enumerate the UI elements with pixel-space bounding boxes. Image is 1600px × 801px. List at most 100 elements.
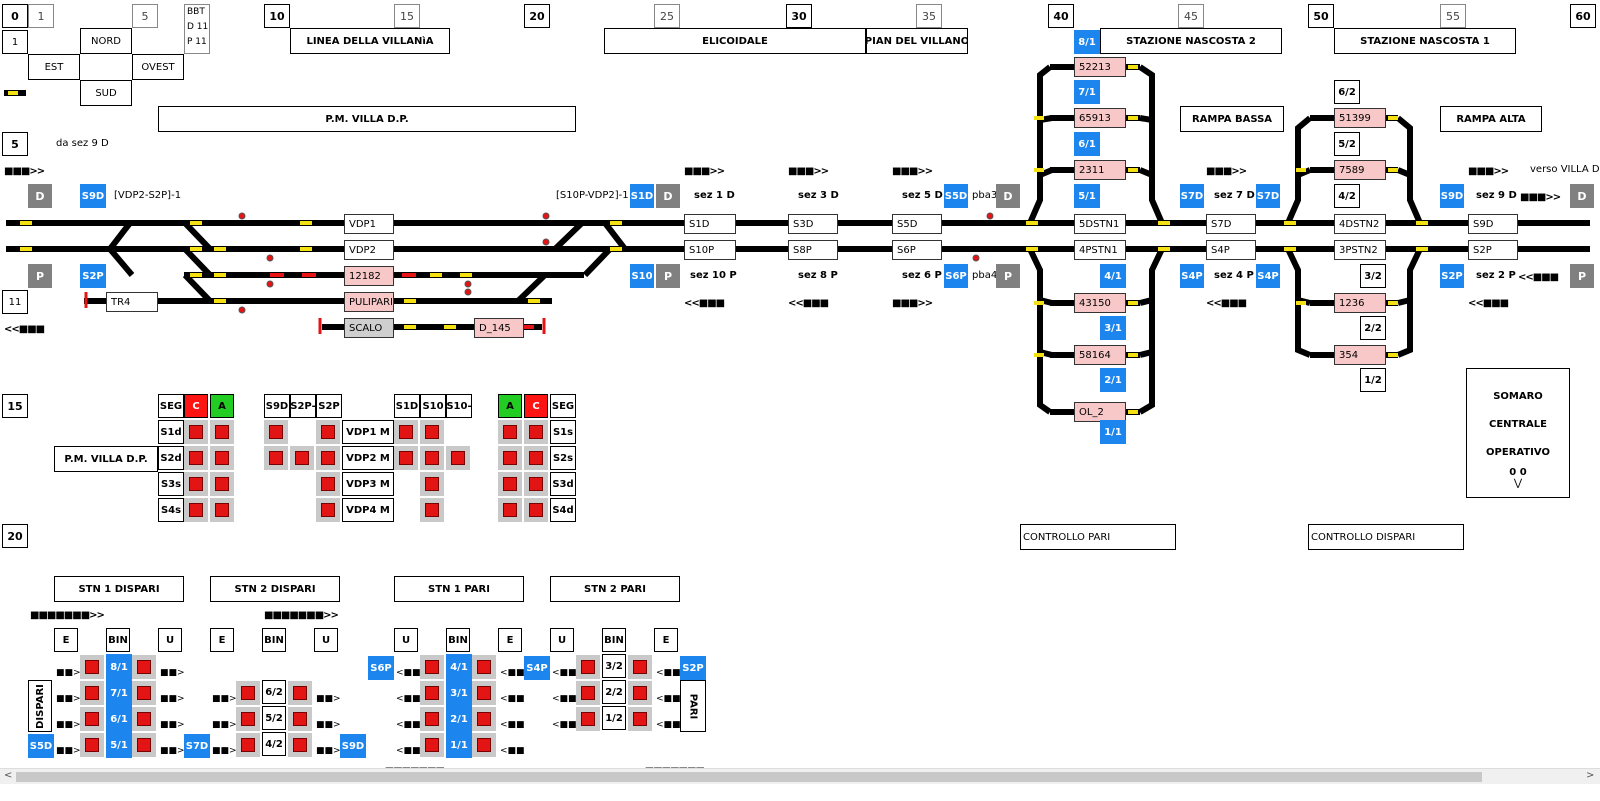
pm-btn-l3a[interactable] [210,472,234,496]
d2-btn-e1[interactable] [236,681,260,705]
controllo-pari[interactable]: CONTROLLO PARI [1020,524,1176,550]
d1-btn-u1[interactable] [132,655,156,679]
p1-btn-u3[interactable] [420,707,444,731]
signal-s2p-1[interactable]: S2P [80,264,106,288]
train-2311[interactable]: 2311 [1074,160,1126,180]
pm-btn-m2a[interactable] [264,446,288,470]
block-vdp2[interactable]: VDP2 [344,240,394,260]
p2-btn-u1[interactable] [576,655,600,679]
signal-s7d-1[interactable]: S7D [1180,184,1204,208]
p1-btn-u4[interactable] [420,733,444,757]
signal-p-1[interactable]: P [28,264,52,288]
p2-bin-1-2[interactable]: 1/2 [602,706,626,730]
pm-btn-rr4c[interactable] [524,498,548,522]
block-s1d[interactable]: S1D [684,214,736,234]
block-tr4[interactable]: TR4 [106,292,158,312]
signal-s7d-2[interactable]: S7D [1256,184,1280,208]
d1-btn-e2[interactable] [80,681,104,705]
pm-btn-r3b[interactable] [420,472,444,496]
pm-btn-rr4a[interactable] [498,498,522,522]
track-6-1[interactable]: 6/1 [1074,132,1100,156]
d1-bin-5-1[interactable]: 5/1 [106,732,132,758]
pm-btn-r2c[interactable] [446,446,470,470]
d1-btn-u3[interactable] [132,707,156,731]
train-43150[interactable]: 43150 [1074,293,1126,313]
d2-btn-e2[interactable] [236,707,260,731]
pm-btn-l4a[interactable] [210,498,234,522]
pm-btn-l2a[interactable] [210,446,234,470]
d1-btn-e3[interactable] [80,707,104,731]
track-2-2[interactable]: 2/2 [1360,316,1386,340]
p1-btn-e1[interactable] [472,655,496,679]
chevron-down-icon[interactable]: ⋁ [1513,478,1523,489]
p1-bin-4-1[interactable]: 4/1 [446,654,472,680]
d2-signal-s9d[interactable]: S9D [340,734,366,758]
pm-btn-rr3c[interactable] [524,472,548,496]
pm-btn-m4c[interactable] [316,498,340,522]
track-5-2[interactable]: 5/2 [1334,132,1360,156]
pm-btn-m1a[interactable] [264,420,288,444]
compass-sud[interactable]: SUD [80,80,132,106]
train-1236[interactable]: 1236 [1334,293,1386,313]
controllo-dispari[interactable]: CONTROLLO DISPARI [1308,524,1464,550]
d2-btn-u3[interactable] [288,733,312,757]
track-3-1[interactable]: 3/1 [1100,316,1126,340]
block-s9d[interactable]: S9D [1468,214,1518,234]
p2-btn-e3[interactable] [628,707,652,731]
pm-btn-r2b[interactable] [420,446,444,470]
pm-btn-r2a[interactable] [394,446,418,470]
block-4dstn2[interactable]: 4DSTN2 [1334,214,1386,234]
track-8-1[interactable]: 8/1 [1074,30,1100,54]
p2-bin-3-2[interactable]: 3/2 [602,654,626,678]
train-52213[interactable]: 52213 [1074,57,1126,77]
d2-signal-s7d[interactable]: S7D [184,734,210,758]
track-1-1[interactable]: 1/1 [1100,420,1126,444]
d2-btn-u2[interactable] [288,707,312,731]
pm-btn-m2c[interactable] [316,446,340,470]
scroll-right-icon[interactable]: > [1586,770,1595,781]
train-51399[interactable]: 51399 [1334,108,1386,128]
pm-btn-m1c[interactable] [316,420,340,444]
d2-bin-4-2[interactable]: 4/2 [262,732,286,756]
block-12182[interactable]: 12182 [344,266,394,286]
pm-btn-r1a[interactable] [394,420,418,444]
signal-d-4[interactable]: D [1570,184,1594,208]
p1-bin-3-1[interactable]: 3/1 [446,680,472,706]
signal-s10[interactable]: S10 [630,264,654,288]
block-s3d[interactable]: S3D [788,214,838,234]
compass-nord[interactable]: NORD [80,28,132,54]
track-4-1[interactable]: 4/1 [1100,264,1126,288]
signal-p-4[interactable]: P [1570,264,1594,288]
pm-btn-m3c[interactable] [316,472,340,496]
signal-s2p-2[interactable]: S2P [1440,264,1464,288]
scroll-left-icon[interactable]: < [4,770,13,781]
p2-btn-u2[interactable] [576,681,600,705]
d2-bin-6-2[interactable]: 6/2 [262,680,286,704]
p1-btn-e3[interactable] [472,707,496,731]
d1-bin-7-1[interactable]: 7/1 [106,680,132,706]
signal-p-3[interactable]: P [996,264,1020,288]
compass-est[interactable]: EST [28,54,80,80]
d2-btn-u1[interactable] [288,681,312,705]
pm-btn-l3c[interactable] [184,472,208,496]
signal-s5d[interactable]: S5D [944,184,968,208]
pm-btn-l2c[interactable] [184,446,208,470]
p1-btn-e4[interactable] [472,733,496,757]
signal-s9d-1[interactable]: S9D [80,184,106,208]
d1-bin-8-1[interactable]: 8/1 [106,654,132,680]
block-s4p[interactable]: S4P [1206,240,1256,260]
d2-bin-5-2[interactable]: 5/2 [262,706,286,730]
block-s2p[interactable]: S2P [1468,240,1518,260]
track-6-2[interactable]: 6/2 [1334,80,1360,104]
p2-btn-u3[interactable] [576,707,600,731]
p1-btn-u1[interactable] [420,655,444,679]
scrollbar-thumb[interactable] [16,772,1482,782]
p1-signal-s4p[interactable]: S4P [524,656,550,680]
block-5dstn1[interactable]: 5DSTN1 [1074,214,1126,234]
signal-d-2[interactable]: D [656,184,680,208]
block-3pstn2[interactable]: 3PSTN2 [1334,240,1386,260]
d1-btn-u2[interactable] [132,681,156,705]
pm-btn-rr1a[interactable] [498,420,522,444]
signal-p-2[interactable]: P [656,264,680,288]
p1-signal-s6p[interactable]: S6P [368,656,394,680]
